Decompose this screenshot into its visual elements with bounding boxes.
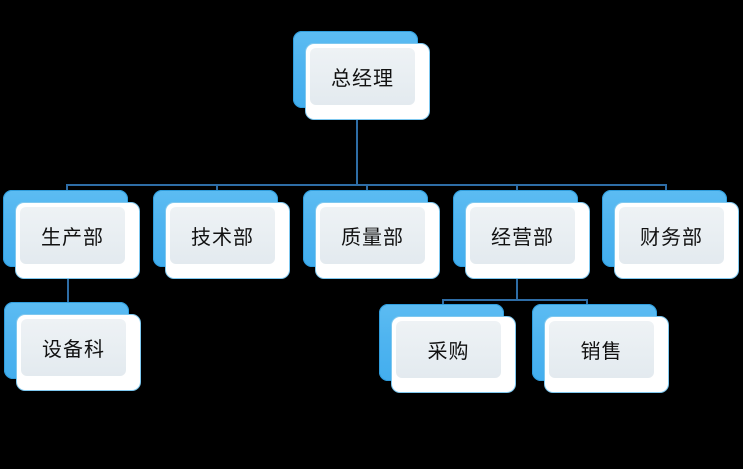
connector-drop-prod [66, 184, 68, 192]
connector-drop-purchase [442, 299, 444, 307]
node-panel [396, 321, 501, 378]
node-panel [20, 207, 125, 264]
org-node-label: 技术部 [191, 225, 254, 249]
node-panel [310, 48, 415, 105]
node-card: 质量部 [315, 202, 440, 279]
connector-drop-ops [516, 184, 518, 192]
node-card: 总经理 [305, 43, 430, 120]
connector-prod-to-equipment [67, 278, 69, 302]
node-card: 设备科 [16, 314, 141, 391]
org-node-ops[interactable]: 经营部 [453, 190, 590, 279]
node-panel [619, 207, 724, 264]
org-node-label: 经营部 [491, 225, 554, 249]
org-node-tech[interactable]: 技术部 [153, 190, 290, 279]
org-node-label: 生产部 [41, 225, 104, 249]
connector-drop-tech [216, 184, 218, 192]
node-panel [320, 207, 425, 264]
node-card: 技术部 [165, 202, 290, 279]
node-card: 经营部 [465, 202, 590, 279]
node-card: 采购 [391, 316, 516, 393]
node-card: 销售 [544, 316, 669, 393]
org-node-label: 设备科 [42, 337, 105, 361]
node-panel [170, 207, 275, 264]
org-node-prod[interactable]: 生产部 [3, 190, 140, 279]
org-node-label: 质量部 [341, 225, 404, 249]
org-node-label: 总经理 [331, 66, 394, 90]
connector-ops-stem [516, 278, 518, 300]
org-node-sales[interactable]: 销售 [532, 304, 669, 393]
node-card: 财务部 [614, 202, 739, 279]
node-panel [21, 319, 126, 376]
org-node-purchase[interactable]: 采购 [379, 304, 516, 393]
org-node-gm[interactable]: 总经理 [293, 31, 430, 120]
connector-gm-stem [356, 120, 358, 184]
connector-drop-quality [366, 184, 368, 192]
org-node-label: 财务部 [640, 225, 703, 249]
connector-drop-sales [586, 299, 588, 307]
connector-ops-bus [442, 299, 588, 301]
node-panel [549, 321, 654, 378]
org-node-label: 销售 [580, 339, 623, 363]
org-node-finance[interactable]: 财务部 [602, 190, 739, 279]
node-card: 生产部 [15, 202, 140, 279]
connector-drop-finance [665, 184, 667, 192]
org-node-equipment[interactable]: 设备科 [4, 302, 141, 391]
node-panel [470, 207, 575, 264]
org-node-label: 采购 [427, 339, 470, 363]
org-node-quality[interactable]: 质量部 [303, 190, 440, 279]
